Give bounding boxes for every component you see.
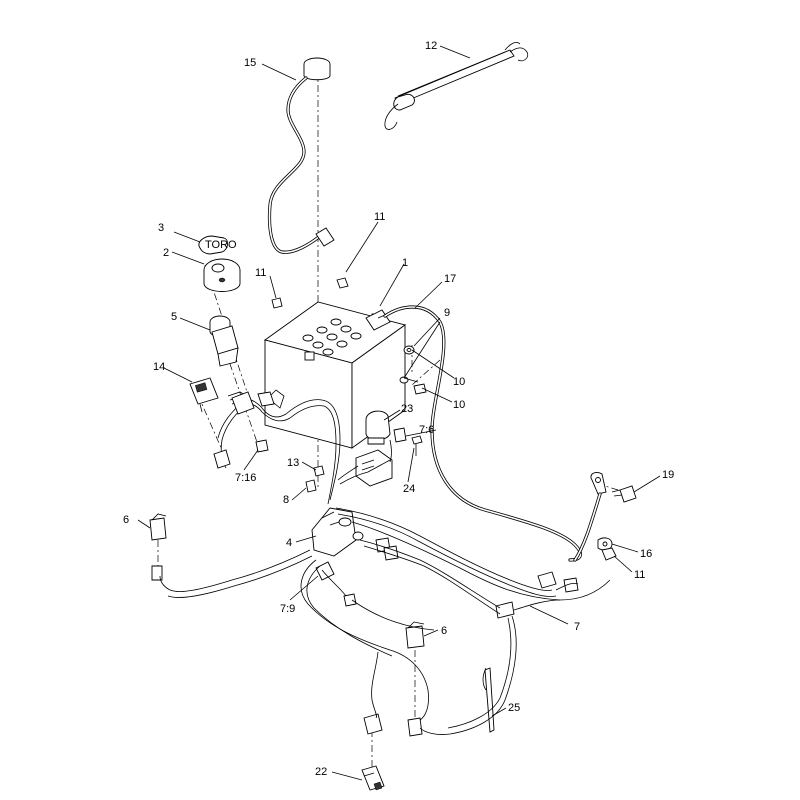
callout-11-top: 11 <box>374 211 385 223</box>
callout-5: 5 <box>171 311 177 323</box>
bolt-10a <box>399 376 419 384</box>
starter-solenoid <box>311 507 364 557</box>
battery-cell-caps <box>302 318 362 356</box>
connector-22 <box>361 765 385 791</box>
callout-4: 4 <box>286 537 292 549</box>
callout-7-9: 7:9 <box>280 603 295 615</box>
cable-lug <box>573 471 607 562</box>
callout-25: 25 <box>508 702 520 714</box>
callout-10-lower: 10 <box>453 399 465 411</box>
callout-11-right: 11 <box>634 569 645 581</box>
callout-22: 22 <box>315 766 327 778</box>
ignition-switch <box>203 258 241 292</box>
leader-lines <box>137 45 661 781</box>
callout-15: 15 <box>244 57 256 69</box>
callout-23: 23 <box>401 403 413 415</box>
callout-6-right: 6 <box>441 625 447 637</box>
callout-3: 3 <box>158 222 164 234</box>
washer-9 <box>403 345 415 355</box>
harness-plugs-right <box>343 537 579 619</box>
pto-switch <box>209 315 239 367</box>
callout-14: 14 <box>153 361 165 373</box>
callout-7: 7 <box>574 621 580 633</box>
callout-2: 2 <box>163 247 169 259</box>
callout-7-16: 7:16 <box>235 472 256 484</box>
callout-17: 17 <box>444 273 456 285</box>
connector-7-16 <box>255 439 269 453</box>
callout-7-6: 7:6 <box>419 424 434 436</box>
harness-plug-lower-right <box>407 717 423 737</box>
hour-meter <box>189 377 219 413</box>
battery-hold-down-strap <box>384 42 529 130</box>
screw-24 <box>411 435 423 456</box>
callout-12: 12 <box>425 40 437 52</box>
callout-labels: 1 2 3 4 5 6 6 7 7:6 7:9 7:16 8 9 10 10 1… <box>123 40 674 778</box>
callout-8: 8 <box>283 494 289 506</box>
nut-11-top <box>336 277 349 289</box>
harness-plug-lower-left <box>363 713 383 735</box>
bolt-10b <box>413 383 427 395</box>
callout-24: 24 <box>403 483 415 495</box>
callout-13: 13 <box>287 457 299 469</box>
battery-terminal-negative <box>304 351 315 361</box>
callout-10-upper: 10 <box>453 376 465 388</box>
callout-1: 1 <box>402 257 408 269</box>
screw-13 <box>313 465 325 477</box>
safety-switch-left <box>149 513 167 581</box>
key-brand-text: TORO <box>205 239 237 251</box>
relay <box>365 410 391 445</box>
connector-7-6 <box>393 427 407 443</box>
callout-11-left: 11 <box>255 267 266 279</box>
fuse-block <box>355 449 393 487</box>
bolt-19 <box>611 485 637 503</box>
battery <box>263 301 407 449</box>
screw-8 <box>305 479 317 493</box>
cable-end-16 <box>597 537 613 551</box>
nut-11-right <box>601 547 617 561</box>
callout-6-left: 6 <box>123 514 129 526</box>
callout-9: 9 <box>444 307 450 319</box>
callout-16: 16 <box>640 548 652 560</box>
ignition-key: TORO <box>198 235 237 255</box>
battery-cable-positive <box>383 305 583 562</box>
connector-7-9 <box>315 561 335 581</box>
battery-cable-negative <box>267 57 335 254</box>
callout-19: 19 <box>662 469 674 481</box>
main-wiring-harness <box>159 389 611 735</box>
nut-11-left <box>271 297 283 309</box>
